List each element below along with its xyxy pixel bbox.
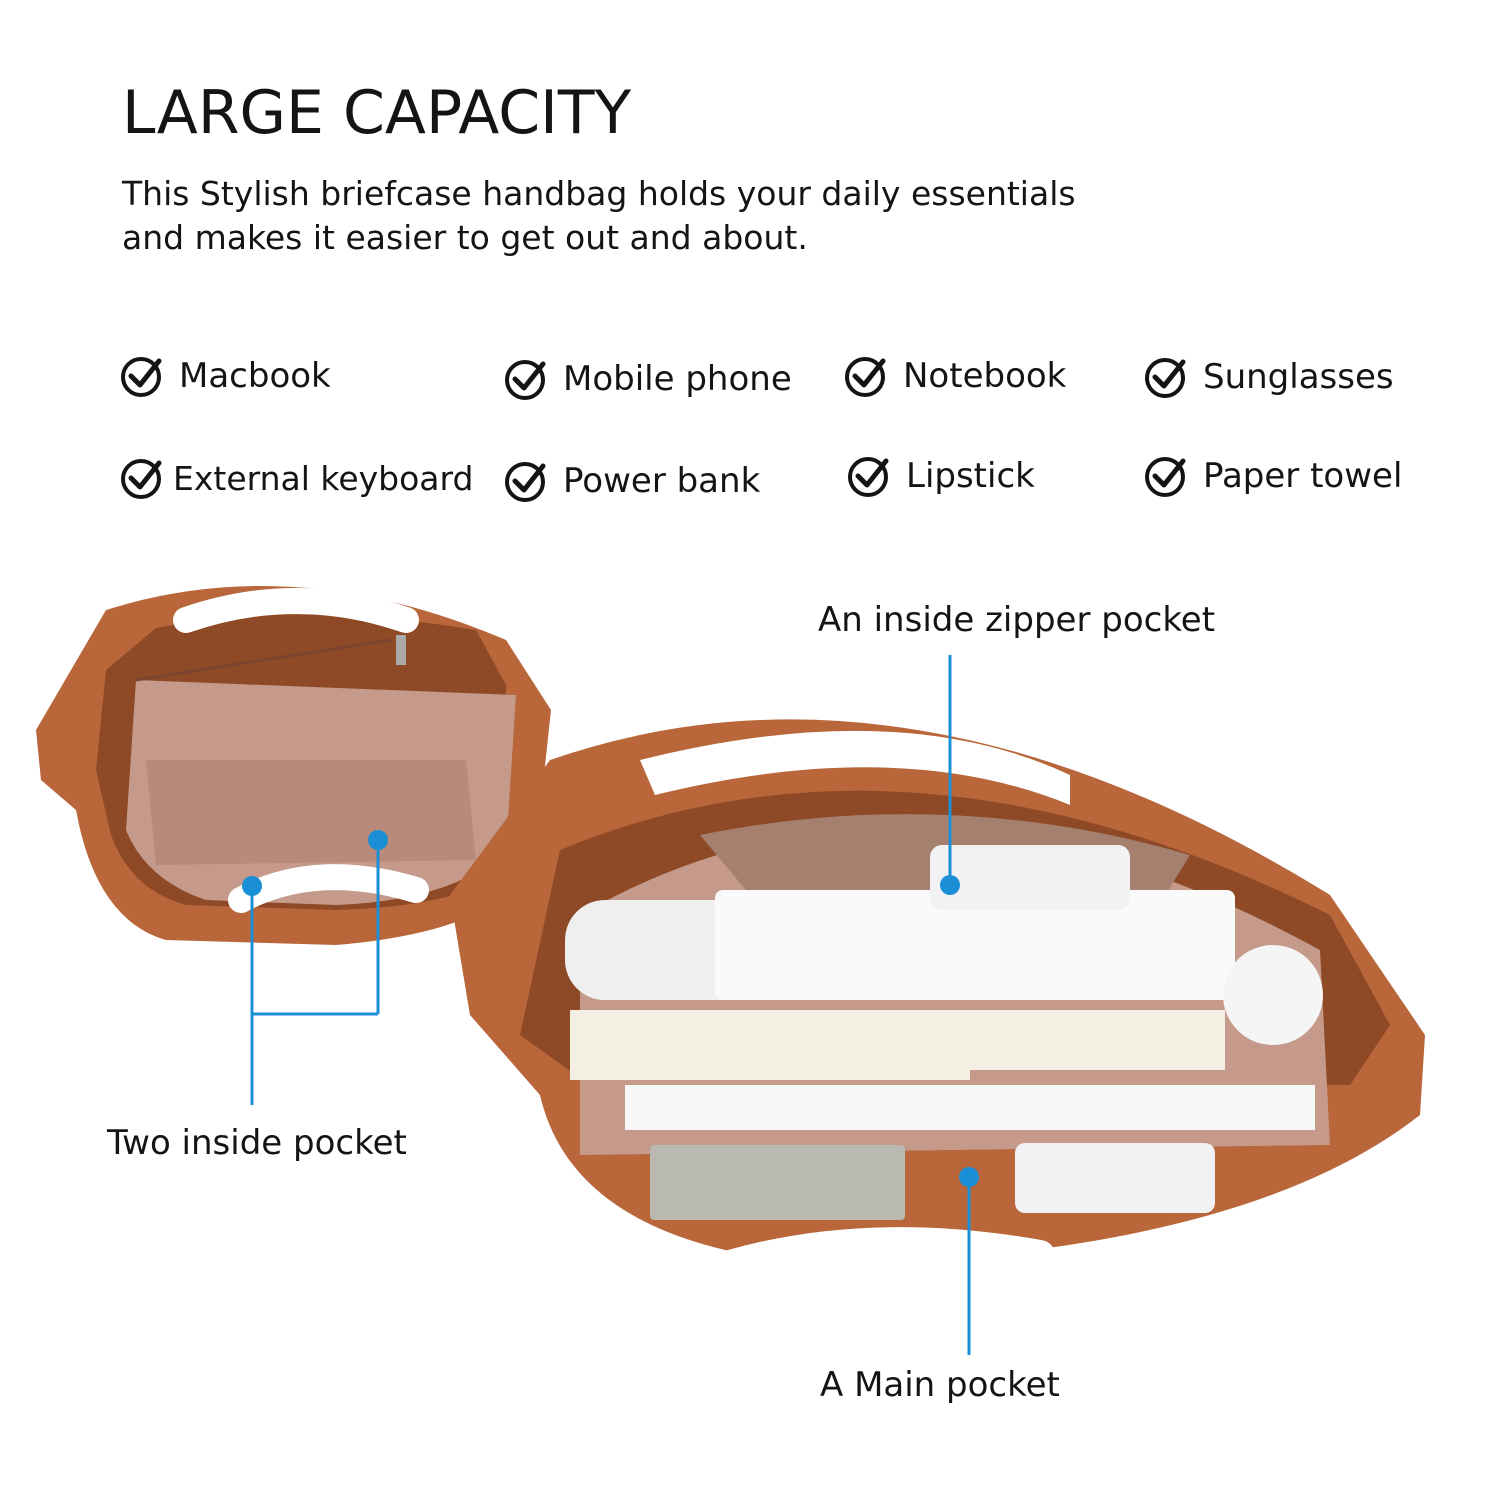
feature-label: Power bank [563,461,761,501]
feature-item-macbook: Macbook [119,353,331,399]
feature-item-sunglasses: Sunglasses [1143,354,1394,400]
feature-label: Notebook [903,356,1067,396]
check-circle-icon [505,462,546,502]
callout-main-pocket: A Main pocket [820,1365,1060,1405]
callout-two-pockets: Two inside pocket [107,1123,407,1163]
feature-item-external-keyboard: External keyboard [119,455,473,501]
bag-interior-photo-small [36,586,551,945]
page-title: LARGE CAPACITY [122,78,632,148]
feature-label: Lipstick [906,456,1035,496]
callout-zipper-pocket: An inside zipper pocket [818,600,1216,640]
feature-item-notebook: Notebook [843,353,1066,399]
feature-item-mobile-phone: Mobile phone [503,356,792,402]
check-circle-icon [1145,457,1186,497]
feature-item-paper-towel: Paper towel [1143,453,1402,499]
feature-label: Macbook [179,356,331,396]
feature-label: Paper towel [1203,456,1403,496]
check-circle-icon [848,457,889,497]
feature-label: Mobile phone [563,359,792,399]
subtitle-line-2: and makes it easier to get out and about… [122,218,808,257]
feature-label: Sunglasses [1203,357,1394,397]
feature-item-lipstick: Lipstick [846,453,1035,499]
bag-interior-photo-main [450,719,1425,1280]
check-circle-icon [845,357,886,397]
feature-label: External keyboard [173,458,474,498]
subtitle-line-1: This Stylish briefcase handbag holds you… [122,174,1076,213]
check-circle-icon [121,459,162,499]
check-circle-icon [1145,358,1186,398]
check-circle-icon [121,357,162,397]
page-subtitle: This Stylish briefcase handbag holds you… [122,172,1076,260]
feature-item-power-bank: Power bank [503,458,760,504]
check-circle-icon [505,360,546,400]
